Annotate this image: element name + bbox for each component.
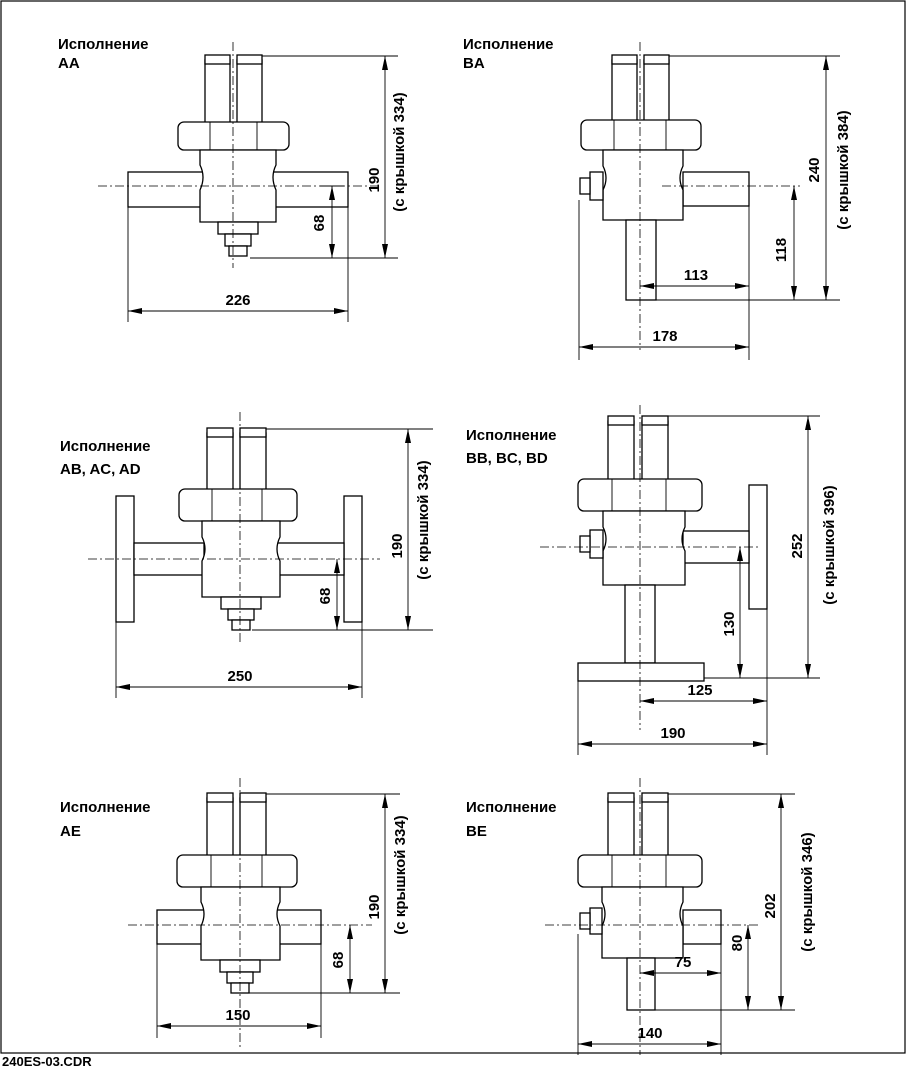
- dim-bb-width: 190: [660, 725, 685, 742]
- variant-ab-title-line2: AB, AC, AD: [60, 461, 141, 478]
- variant-ba-title-line1: Исполнение: [463, 36, 554, 53]
- variant-bb-title-line2: BB, BC, BD: [466, 450, 548, 467]
- dim-bb-axis-height: 130: [721, 611, 738, 636]
- variant-ba: Исполнение BA 240 (с крышкой 384: [463, 36, 852, 360]
- dim-ae-cap-height: (с крышкой 334): [392, 815, 409, 934]
- dim-ba-axis-height: 118: [773, 238, 790, 262]
- variant-ab-title-line1: Исполнение: [60, 438, 151, 455]
- variant-ab-ac-ad: Исполнение AB, AC, AD: [60, 412, 433, 698]
- dim-ba-cap-height: (с крышкой 384): [835, 110, 852, 229]
- variant-be-title-line2: BE: [466, 823, 487, 840]
- dim-ab-cap-height: (с крышкой 334): [415, 460, 432, 579]
- variant-bb-bc-bd: Исполнение BB, BC, BD: [466, 405, 838, 755]
- dim-ba-width: 178: [652, 328, 677, 345]
- dim-ab-height: 190: [389, 533, 406, 558]
- valve-drawing-aa: [98, 42, 398, 322]
- variant-aa-title-line2: AA: [58, 55, 80, 72]
- variant-ba-title-line2: BA: [463, 55, 485, 72]
- valve-drawing-be: [545, 778, 795, 1055]
- dim-ba-height: 240: [806, 157, 823, 182]
- valve-drawing-ab: [88, 412, 433, 698]
- dim-be-outlet-offset: 75: [675, 954, 692, 971]
- dim-aa-cap-height: (с крышкой 334): [391, 92, 408, 211]
- valve-drawing-bb: [540, 405, 820, 755]
- dim-ba-outlet-offset: 113: [684, 267, 708, 284]
- dim-aa-width: 226: [225, 292, 250, 309]
- dim-bb-outlet-offset: 125: [687, 682, 712, 699]
- variant-be-title-line1: Исполнение: [466, 799, 557, 816]
- dim-be-axis-height: 80: [729, 935, 746, 952]
- variant-aa-title-line1: Исполнение: [58, 36, 149, 53]
- variant-ae-title-line2: AE: [60, 823, 81, 840]
- valve-drawing-ba: [578, 42, 840, 360]
- valve-drawing-ae: [128, 778, 400, 1048]
- file-name-label: 240ES-03.CDR: [2, 1054, 92, 1069]
- dim-ab-axis-height: 68: [317, 588, 334, 605]
- dim-be-height: 202: [762, 893, 779, 918]
- dim-ab-width: 250: [227, 668, 252, 685]
- dim-bb-height: 252: [789, 533, 806, 558]
- variant-ae: Исполнение AE 190 (с крышкой 334): [60, 778, 409, 1048]
- variant-aa: Исполнение AA 190 (с крышкой 3: [58, 36, 408, 322]
- dim-ae-axis-height: 68: [330, 952, 347, 969]
- dim-bb-cap-height: (с крышкой 396): [821, 485, 838, 604]
- dim-aa-axis-height: 68: [311, 215, 328, 232]
- dim-aa-height: 190: [366, 167, 383, 192]
- dim-be-width: 140: [637, 1025, 662, 1042]
- dim-ae-width: 150: [225, 1007, 250, 1024]
- variant-ae-title-line1: Исполнение: [60, 799, 151, 816]
- variant-bb-title-line1: Исполнение: [466, 427, 557, 444]
- dim-ae-height: 190: [366, 894, 383, 919]
- variant-be: Исполнение BE 202 (с крышкой 346: [466, 778, 816, 1055]
- dim-be-cap-height: (с крышкой 346): [799, 832, 816, 951]
